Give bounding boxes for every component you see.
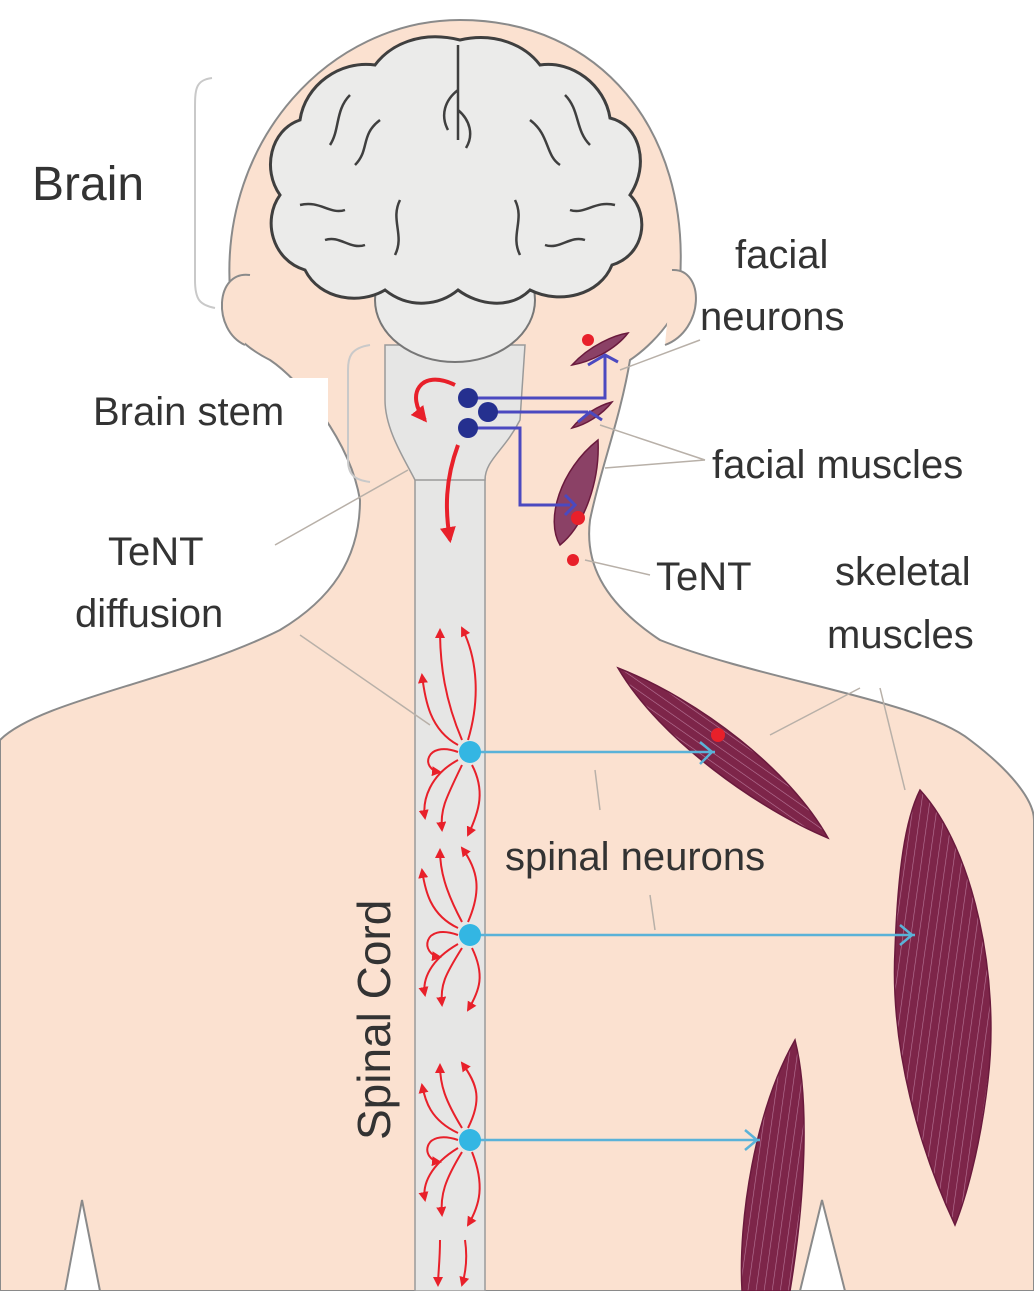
spinal-cord-label: Spinal Cord xyxy=(348,900,400,1140)
tent-diffusion-label-line1: TeNT xyxy=(108,530,204,574)
facial-neurons-label-line2: neurons xyxy=(700,295,845,339)
brain xyxy=(270,37,641,303)
skeletal-muscles-label-line1: skeletal xyxy=(835,550,971,594)
skeletal-muscles-label-line2: muscles xyxy=(827,613,974,657)
brain-bracket xyxy=(195,78,215,308)
tent-diffusion-label-line2: diffusion xyxy=(75,592,223,636)
spinal-cord xyxy=(415,440,485,1291)
facial-muscles-label: facial muscles xyxy=(712,443,963,487)
brain-stem-label: Brain stem xyxy=(93,390,284,434)
facial-neurons-label-line1: facial xyxy=(735,233,828,277)
brain-label: Brain xyxy=(32,158,144,211)
spinal-neurons-label: spinal neurons xyxy=(505,835,765,879)
tent-label: TeNT xyxy=(656,555,752,599)
